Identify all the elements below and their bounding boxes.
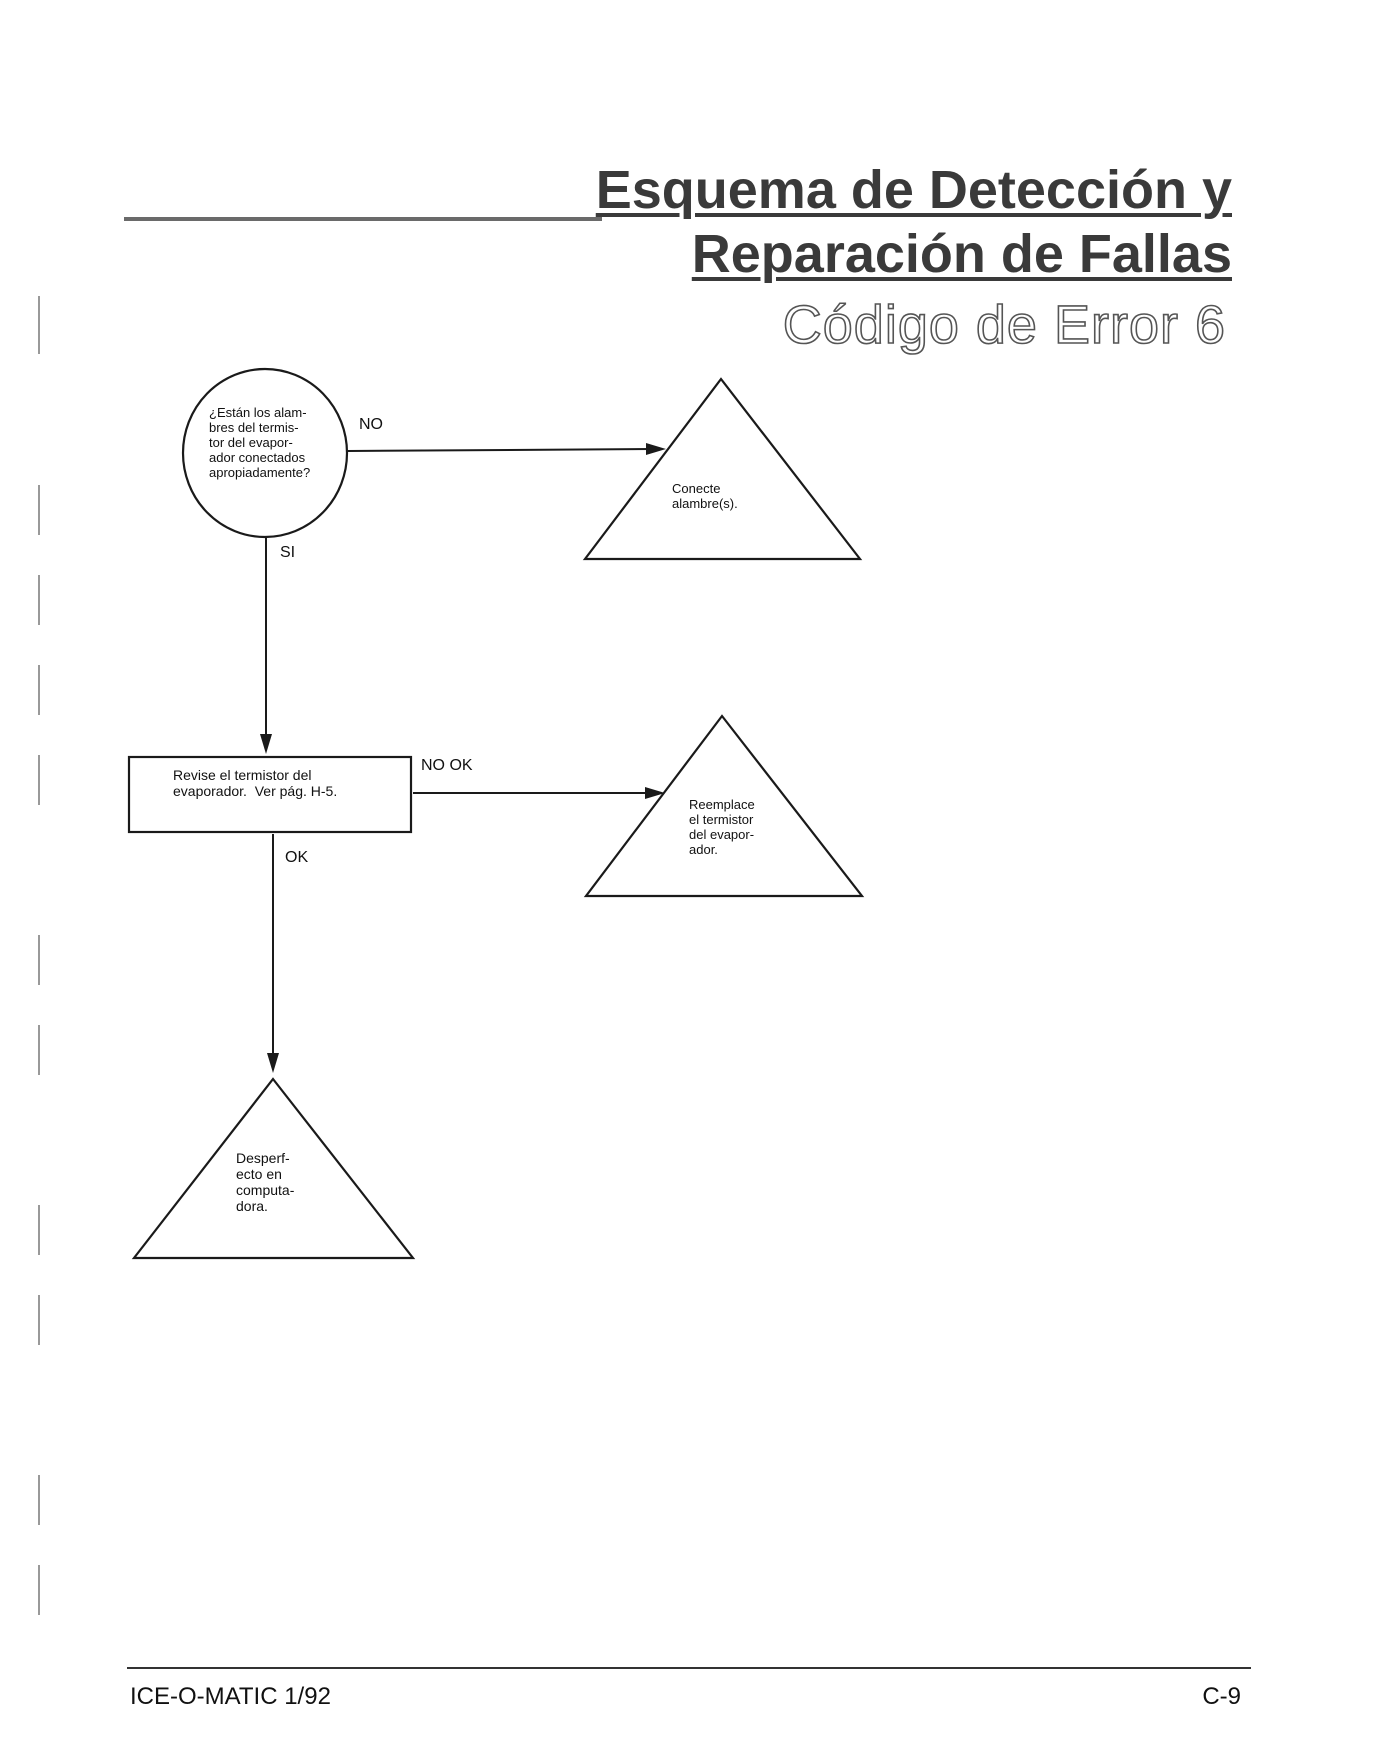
edge-label-ok: OK [285, 849, 309, 866]
margin-scan-mark [38, 1205, 40, 1255]
computer-fault-text: Desperf- ecto en computa- dora. [236, 1150, 295, 1214]
edge-no-arrowhead [646, 443, 666, 455]
header-rule [124, 217, 602, 221]
footer-publisher: ICE-O-MATIC 1/92 [130, 1683, 331, 1710]
footer-page-number: C-9 [1202, 1683, 1241, 1710]
page-subtitle: Código de Error 6 [782, 294, 1226, 356]
terminal-triangle-connect [582, 377, 863, 561]
margin-scan-mark [38, 296, 40, 354]
terminal-triangle-fault [131, 1077, 416, 1260]
edge-si-arrowhead [260, 734, 272, 754]
edge-label-no-ok: NO OK [421, 757, 473, 774]
margin-scan-mark [38, 665, 40, 715]
margin-scan-mark [38, 1475, 40, 1525]
page-title-line-2: Reparación de Fallas [691, 224, 1232, 284]
edge-ok-arrowhead [267, 1053, 279, 1073]
page-title-line-1: Esquema de Detección y [595, 160, 1232, 220]
margin-scan-mark [38, 485, 40, 535]
footer-rule [127, 1667, 1251, 1669]
margin-scan-mark [38, 935, 40, 985]
process-box [127, 755, 413, 834]
margin-scan-mark [38, 575, 40, 625]
edge-no-line [347, 448, 653, 452]
margin-scan-mark [38, 755, 40, 805]
margin-scan-mark [38, 1295, 40, 1345]
edge-label-no: NO [359, 416, 383, 433]
edge-label-si: SI [280, 544, 296, 561]
replace-thermistor-text: Reemplace el termistor del evapor- ador. [689, 797, 755, 857]
edge-no-ok-arrowhead [645, 787, 665, 799]
check-thermistor-text: Revise el termistor del evaporador. Ver … [173, 767, 338, 799]
connect-wires-text: Conecte alambre(s). [672, 481, 738, 511]
margin-scan-mark [38, 1025, 40, 1075]
margin-scan-mark [38, 1565, 40, 1615]
terminal-triangle-replace [583, 714, 865, 898]
decision-question-text: ¿Están los alam- bres del termis- tor de… [209, 405, 311, 480]
